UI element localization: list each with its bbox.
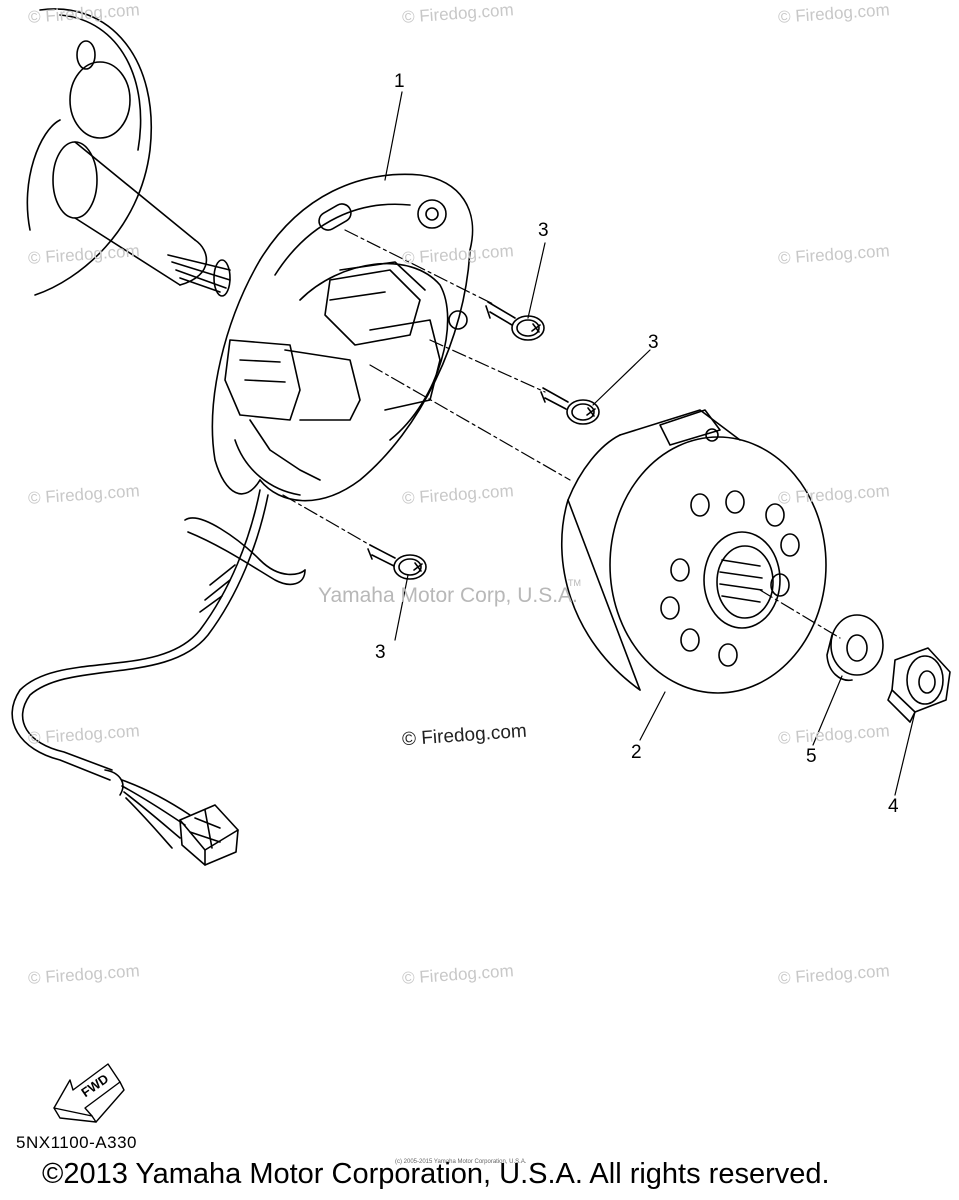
screw-middle [540, 387, 600, 425]
center-watermark: Yamaha Motor Corp, U.S.A. [318, 584, 578, 607]
callout-screw-lower: 3 [375, 642, 386, 663]
callout-stator: 1 [394, 71, 405, 92]
small-copyright-notice: (c) 2005-2015 Yamaha Motor Corporation, … [395, 1159, 527, 1165]
callout-nut: 4 [888, 796, 899, 817]
wiring-harness [11, 489, 306, 849]
center-watermark-tm: TM [568, 578, 581, 588]
copyright: ©2013 Yamaha Motor Corporation, U.S.A. A… [42, 1158, 830, 1190]
nut [887, 647, 951, 723]
assembly-lines [282, 229, 841, 639]
callout-screw-middle: 3 [648, 332, 659, 353]
fwd-arrow [53, 1063, 125, 1123]
callout-washer: 5 [806, 746, 817, 767]
stator-plate [211, 173, 474, 502]
callout-rotor: 2 [631, 742, 642, 763]
rotor-flywheel [561, 409, 827, 694]
diagram-code: 5NX1100-A330 [16, 1133, 137, 1152]
leader-lines [384, 91, 916, 796]
screw-upper [485, 301, 545, 341]
connector [179, 804, 239, 866]
callout-screw-upper: 3 [538, 220, 549, 241]
washer [826, 614, 884, 681]
crankcase [26, 8, 152, 296]
stator-coils [224, 261, 441, 496]
crankshaft [52, 141, 231, 297]
screw-lower [367, 544, 427, 580]
